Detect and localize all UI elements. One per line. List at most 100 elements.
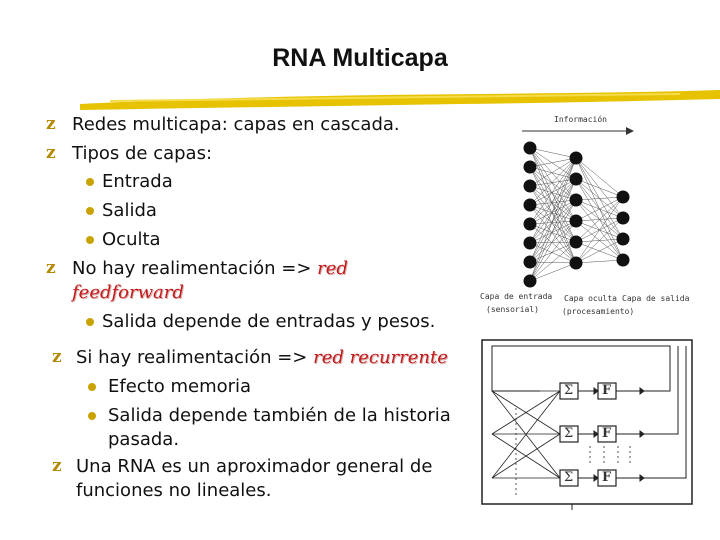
- connection-edge: [529, 204, 577, 222]
- input-neuron: [523, 217, 537, 231]
- emphasis-text: red recurrente: [313, 347, 448, 368]
- connection-edge: [575, 259, 624, 264]
- connection-edge: [529, 185, 577, 222]
- connection-edge: [529, 147, 577, 222]
- sub-bullet-dot: [88, 412, 96, 420]
- connection-edge: [529, 178, 577, 244]
- input-neuron: [523, 255, 537, 269]
- hidden-neuron: [569, 151, 583, 165]
- hidden-layer-sublabel: (procesamiento): [562, 307, 635, 316]
- connection-edge: [575, 157, 624, 198]
- bullet-text: Una RNA es un aproximador general de: [76, 456, 433, 477]
- recurrent-network-figure: Σ Σ Σ F F F: [480, 338, 694, 512]
- connection-edge: [529, 166, 577, 222]
- hidden-neuron: [569, 256, 583, 270]
- sub-bullet-text: Salida depende también de la historia: [108, 405, 451, 426]
- bullet-prefix: No hay realimentación =>: [72, 258, 318, 279]
- connection-edge: [529, 166, 577, 180]
- connection-edge: [529, 223, 577, 243]
- feedforward-network-figure: Información Capa de entrada (sensorial) …: [478, 112, 708, 322]
- sub-bullet-text: Entrada: [102, 171, 173, 192]
- input-neuron: [523, 198, 537, 212]
- connection-edge: [529, 241, 577, 282]
- connection-edge: [529, 157, 577, 263]
- sum-symbol: Σ: [564, 383, 574, 398]
- connection-edge: [529, 185, 577, 243]
- output-neuron: [616, 253, 630, 267]
- connection-edge: [575, 178, 624, 198]
- sub-bullet-dot: [86, 207, 94, 215]
- connection-edge: [529, 157, 577, 187]
- connection-edge: [529, 204, 577, 264]
- connection-edge: [529, 157, 577, 168]
- connection-edge: [529, 199, 577, 263]
- feedforward-diagram: [522, 127, 634, 288]
- sub-bullet-dot: [86, 178, 94, 186]
- connection-edge: [575, 196, 624, 264]
- emphasis-text: red: [317, 258, 348, 279]
- connection-edge: [529, 147, 577, 180]
- connection-edge: [529, 261, 577, 264]
- connection-edge: [529, 147, 577, 201]
- input-neuron: [523, 236, 537, 250]
- hidden-neuron: [569, 193, 583, 207]
- connection-edge: [575, 217, 624, 264]
- sub-bullet-text: Salida: [102, 200, 157, 221]
- connection-edge: [529, 178, 577, 187]
- input-neuron: [523, 274, 537, 288]
- bullet-text: funciones no lineales.: [76, 480, 272, 501]
- output-neuron: [616, 211, 630, 225]
- connection-edge: [575, 196, 624, 243]
- connection-edge: [529, 220, 577, 263]
- output-neuron: [616, 190, 630, 204]
- hidden-neuron: [569, 235, 583, 249]
- sub-bullet-dot: [86, 318, 94, 326]
- connection-edge: [529, 166, 577, 264]
- output-layer-label: Capa de salida: [622, 294, 690, 303]
- connection-edge: [529, 262, 577, 282]
- connection-edge: [529, 199, 577, 225]
- bullet-text: Redes multicapa: capas en cascada.: [72, 114, 400, 135]
- connection-edge: [529, 147, 577, 159]
- connection-edge: [529, 204, 577, 243]
- sum-symbol: Σ: [564, 470, 574, 485]
- connection-edge: [529, 220, 577, 282]
- connection-edge: [575, 238, 624, 264]
- connection-edge: [529, 157, 577, 244]
- bullet-prefix: Si hay realimentación =>: [76, 347, 314, 368]
- activation-f-symbol: F: [602, 426, 612, 441]
- connection-edge: [529, 157, 577, 225]
- connection-edge: [529, 166, 577, 201]
- bullet-icon: z: [52, 456, 62, 476]
- connection-edge: [575, 196, 624, 222]
- information-arrow-label: Información: [554, 115, 607, 124]
- connection-edge: [529, 147, 577, 243]
- input-layer-label: Capa de entrada: [480, 292, 553, 301]
- connection-edge: [529, 178, 577, 206]
- activation-f-symbol: F: [602, 383, 612, 398]
- connection-edge: [529, 199, 577, 206]
- sub-bullet-text: Salida depende de entradas y pesos.: [102, 311, 436, 332]
- sub-bullet-text: Efecto memoria: [108, 376, 252, 397]
- input-neuron: [523, 160, 537, 174]
- connection-edge: [529, 241, 577, 244]
- input-neuron: [523, 141, 537, 155]
- output-neuron: [616, 232, 630, 246]
- connection-edge: [529, 241, 577, 263]
- connection-edge: [529, 185, 577, 264]
- bullet-icon: z: [52, 347, 62, 367]
- connection-edge: [529, 178, 577, 225]
- sub-bullet-dot: [88, 383, 96, 391]
- sum-symbol: Σ: [564, 426, 574, 441]
- connection-edge: [529, 147, 577, 264]
- bullet-icon: z: [46, 143, 56, 163]
- connection-edge: [529, 223, 577, 264]
- connection-edge: [529, 199, 577, 282]
- bullet-icon: z: [46, 114, 56, 134]
- connection-edge: [529, 220, 577, 244]
- title-underline: [80, 90, 720, 110]
- bullet-text: Si hay realimentación => red recurrente: [76, 347, 448, 369]
- input-neuron: [523, 179, 537, 193]
- emphasis-text: feedforward: [72, 282, 184, 303]
- connection-edge: [529, 178, 577, 263]
